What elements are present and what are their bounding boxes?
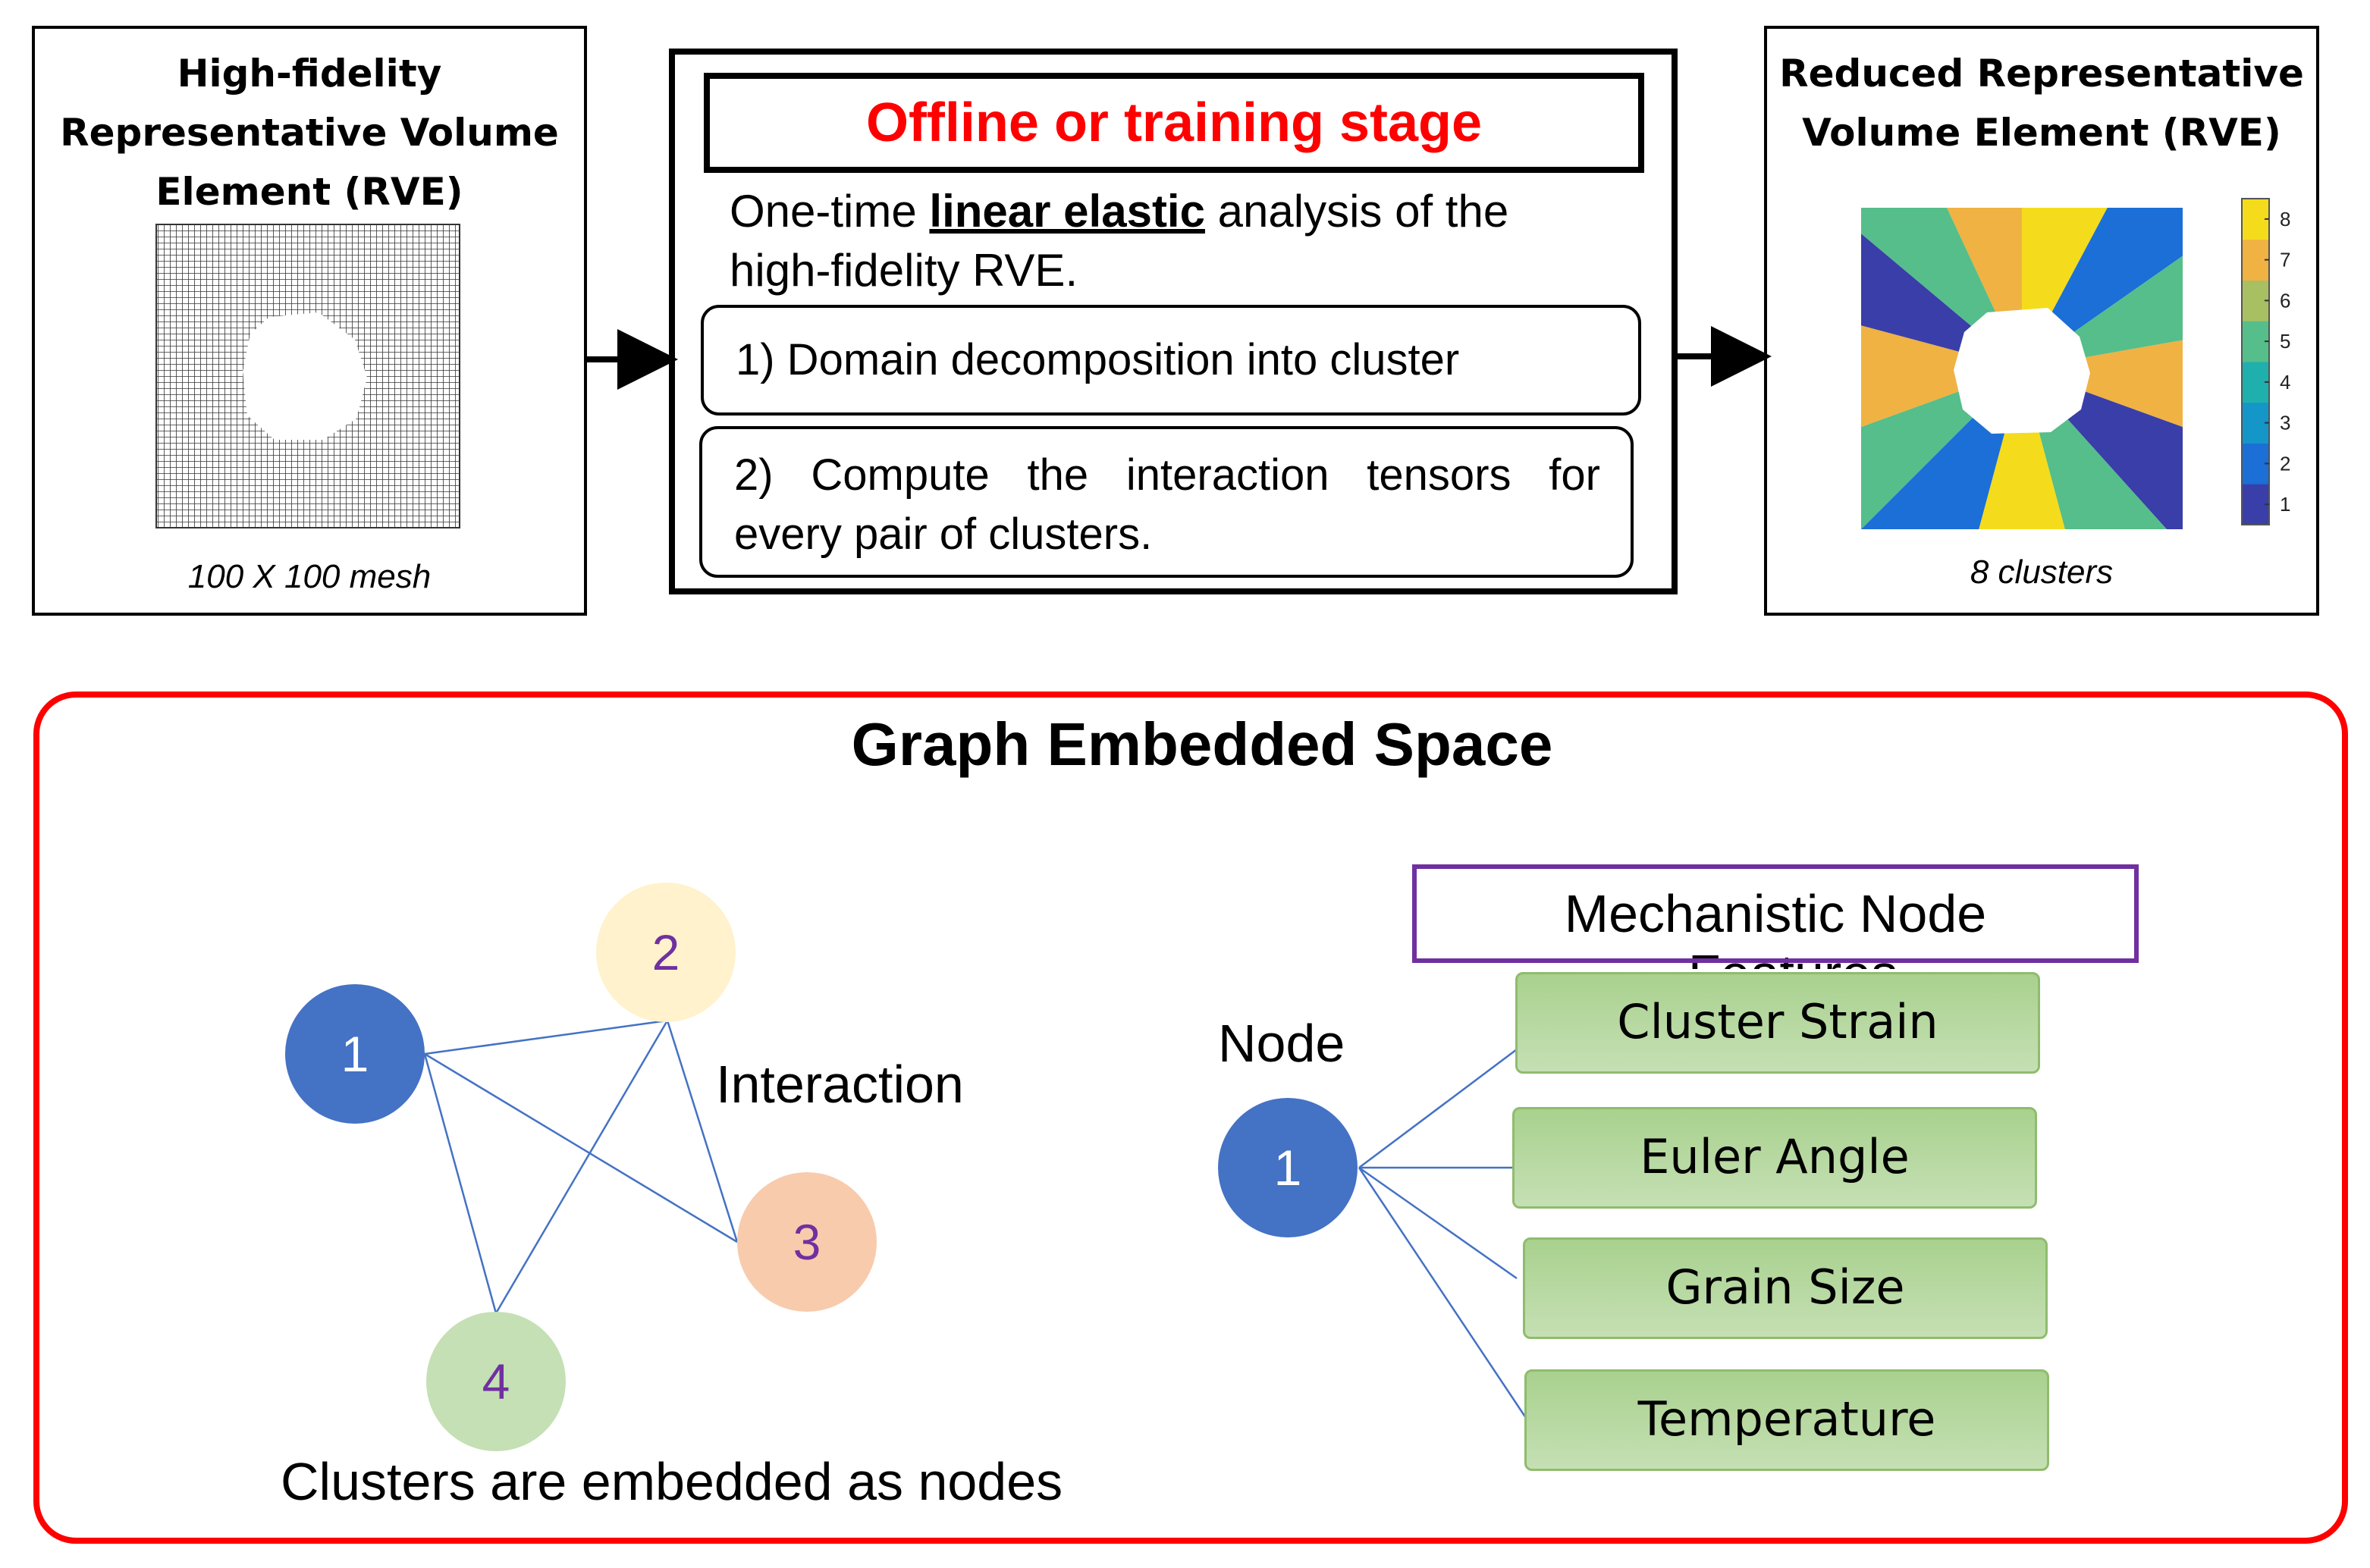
offline-heading: Offline or training stage [865,93,1483,153]
edge-1-4 [423,1053,498,1314]
hifi-title-line-1: High-fidelity [177,52,442,96]
graph-node-1: 1 [285,984,425,1124]
mechanistic-overflow-text: Features [1414,943,2172,969]
step-1-text: 1) Domain decomposition into cluster [736,335,1460,384]
colorbar-tick-label: 8 [2280,208,2290,230]
colorbar-tick-label: 1 [2280,493,2290,516]
offline-heading-box: Offline or training stage [704,73,1644,173]
hifi-title-line-2: Representative Volume [60,111,559,155]
edge-2-4 [494,1020,669,1314]
feature-edges [1358,1049,1527,1419]
colorbar-tick-label: 3 [2280,412,2290,434]
offline-stage-panel: Offline or training stage One-time linea… [669,49,1678,594]
colorbar-tick-label: 7 [2280,249,2290,271]
colorbar-outline [2241,198,2270,525]
mesh-hole [243,312,367,440]
edge-node-cluster-strain [1358,1049,1518,1168]
interaction-label: Interaction [716,1055,964,1114]
mechanistic-node-label: Mechanistic Node [1564,884,1987,943]
desc-linear-elastic: linear elastic [929,186,1205,237]
desc-suffix: analysis of the [1204,186,1509,237]
graph-edges [423,1019,739,1314]
colorbar-tick-label: 4 [2280,371,2290,394]
edge-2-3 [666,1020,739,1243]
hifi-title: High-fidelity Representative Volume Elem… [35,44,584,221]
step-2-box: 2) Compute the interaction tensors for e… [699,426,1634,578]
step-2-line-1: 2) Compute the interaction tensors for [734,450,1600,500]
cluster-region [1979,368,2065,529]
feature-grain-size: Grain Size [1523,1237,2048,1339]
cluster-hole [1954,308,2090,434]
feature-cluster-strain: Cluster Strain [1515,972,2040,1074]
edge-node-grain-size [1358,1166,1518,1280]
reduced-title: Reduced Representative Volume Element (R… [1767,44,2316,162]
cluster-region [2022,208,2108,368]
mechanistic-node-box: Mechanistic Node [1412,864,2139,963]
graph-title: Graph Embedded Space [851,710,1553,778]
hifi-caption: 100 X 100 mesh [187,558,432,595]
graph-node-2: 2 [596,883,736,1022]
reduced-title-line-1: Reduced Representative [1779,52,2304,96]
edge-1-3 [424,1052,738,1243]
step-2-line-2: every pair of clusters. [734,510,1153,559]
colorbar: 8 7 6 5 4 3 2 1 [2241,198,2290,525]
colorbar-tick-label: 6 [2280,289,2290,312]
step-2-text: 2) Compute the interaction tensors for e… [702,429,1631,564]
reduced-title-line-2: Volume Element (RVE) [1802,111,2281,155]
cluster-region [1947,208,2022,368]
node-label: Node [1218,1014,1345,1073]
colorbar-tick-label: 5 [2280,330,2290,353]
hifi-title-line-3: Element (RVE) [155,170,463,214]
graph-node-4: 4 [426,1312,566,1451]
cluster-map [1861,208,2183,529]
desc-prefix: One-time [730,186,930,237]
hifi-rve-panel: High-fidelity Representative Volume Elem… [32,26,587,616]
feature-node-1: 1 [1218,1098,1358,1237]
cluster-region [2022,256,2183,368]
feature-temperature: Temperature [1524,1369,2049,1471]
reduced-caption: 8 clusters [1970,554,2114,591]
edge-1-2 [424,1019,668,1055]
reduced-rve-panel: Reduced Representative Volume Element (R… [1764,26,2319,616]
graph-node-3: 3 [737,1172,877,1312]
clusters-caption: Clusters are embedded as nodes [281,1452,1063,1511]
desc-line-2: high-fidelity RVE. [730,245,1078,296]
step-1-box: 1) Domain decomposition into cluster [701,305,1641,416]
edge-node-temperature [1358,1167,1527,1419]
offline-description: One-time linear elastic analysis of the … [730,182,1655,300]
graph-embedded-frame [33,691,2348,1544]
colorbar-tick-label: 2 [2280,452,2290,475]
cluster-region [1861,325,2022,428]
feature-euler-angle: Euler Angle [1512,1107,2037,1209]
rve-mesh [155,224,460,528]
